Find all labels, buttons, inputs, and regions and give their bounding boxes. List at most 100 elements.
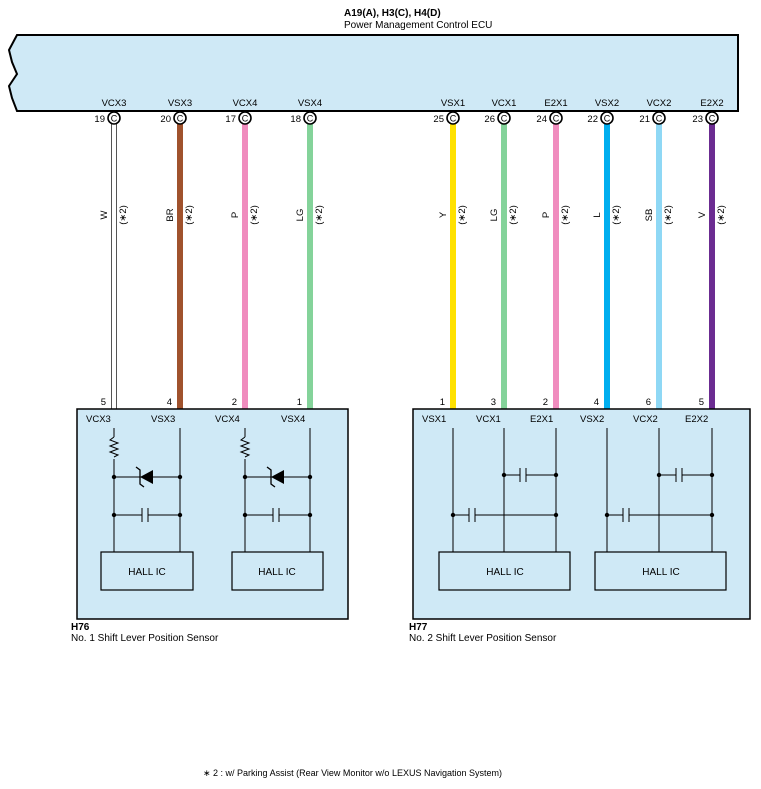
connector-circle bbox=[600, 111, 614, 125]
wire-color-code: P bbox=[230, 212, 241, 218]
sensor-pin-number: 2 bbox=[543, 397, 548, 408]
ecu-pin-name: VSX3 bbox=[168, 98, 192, 109]
h76-hall-ic-2 bbox=[231, 551, 324, 591]
wire-color-code: P bbox=[541, 212, 552, 218]
h77-pin-vsx2: VSX2 bbox=[580, 414, 604, 425]
h77-pin-vcx2: VCX2 bbox=[633, 414, 658, 425]
h77-hall-ic-1 bbox=[438, 551, 571, 591]
h77-circuit bbox=[452, 428, 713, 552]
ecu-pin-number: 26 bbox=[484, 114, 495, 125]
wire-note: (∗2) bbox=[184, 205, 195, 225]
sensor-pin-number: 4 bbox=[594, 397, 599, 408]
h76-pin-vsx3: VSX3 bbox=[151, 414, 175, 425]
h76-id: H76 bbox=[71, 622, 90, 633]
h77-pin-vcx1: VCX1 bbox=[476, 414, 501, 425]
wire-color-code: Y bbox=[438, 211, 449, 218]
ecu-pin-number: 23 bbox=[692, 114, 703, 125]
sensor-pin-number: 5 bbox=[699, 397, 704, 408]
wire-note: (∗2) bbox=[611, 205, 622, 225]
wire-note: (∗2) bbox=[249, 205, 260, 225]
h76-circuit bbox=[108, 428, 311, 552]
h76-hall-ic-2-label: HALL IC bbox=[258, 567, 295, 578]
ecu-pin-name: E2X2 bbox=[700, 98, 723, 109]
h76-name: No. 1 Shift Lever Position Sensor bbox=[71, 633, 219, 644]
h77-hall-ic-2 bbox=[594, 551, 727, 591]
h77-pin-vsx1: VSX1 bbox=[422, 414, 446, 425]
ecu-pin-number: 19 bbox=[94, 114, 105, 125]
connector-letter: C bbox=[709, 114, 716, 124]
wire-color-code: W bbox=[99, 210, 110, 219]
connector-letter: C bbox=[242, 114, 249, 124]
ecu-pin-name: VCX1 bbox=[492, 98, 517, 109]
connector-letter: C bbox=[450, 114, 457, 124]
ecu-connector-id: A19(A), H3(C), H4(D) bbox=[344, 8, 441, 19]
h76-pin-vsx4: VSX4 bbox=[281, 414, 305, 425]
ecu-pin-number: 22 bbox=[587, 114, 598, 125]
sensor-pin-number: 6 bbox=[646, 397, 651, 408]
ecu-pin-name: VSX4 bbox=[298, 98, 322, 109]
wire-color-code: BR bbox=[165, 208, 176, 221]
h76-hall-ic-1 bbox=[100, 551, 194, 591]
sensor-pin-number: 1 bbox=[297, 397, 302, 408]
connector-letter: C bbox=[111, 114, 118, 124]
sensor-pin-number: 3 bbox=[491, 397, 496, 408]
connector-circle bbox=[173, 111, 187, 125]
connector-circle bbox=[549, 111, 563, 125]
h76-pin-vcx4: VCX4 bbox=[215, 414, 240, 425]
connector-circle bbox=[446, 111, 460, 125]
ecu-box bbox=[7, 34, 739, 112]
connector-letter: C bbox=[604, 114, 611, 124]
ecu-name: Power Management Control ECU bbox=[344, 20, 492, 31]
sensor-pin-number: 4 bbox=[167, 397, 172, 408]
ecu-pin-number: 24 bbox=[536, 114, 547, 125]
ecu-pin-name: VCX3 bbox=[102, 98, 127, 109]
wire-group: VCX3C19W(∗2)5VSX3C20BR(∗2)4VCX4C17P(∗2)2… bbox=[94, 98, 727, 409]
wire-note: (∗2) bbox=[508, 205, 519, 225]
wire-color-code: V bbox=[697, 211, 708, 218]
wire-note: (∗2) bbox=[663, 205, 674, 225]
ecu-pin-number: 21 bbox=[639, 114, 650, 125]
sensor-pin-number: 5 bbox=[101, 397, 106, 408]
wire-note: (∗2) bbox=[314, 205, 325, 225]
connector-letter: C bbox=[656, 114, 663, 124]
connector-circle bbox=[497, 111, 511, 125]
ecu-pin-name: VSX2 bbox=[595, 98, 619, 109]
h76-zener-1 bbox=[135, 466, 153, 488]
ecu-pin-number: 17 bbox=[225, 114, 236, 125]
h77-name: No. 2 Shift Lever Position Sensor bbox=[409, 633, 557, 644]
ecu-pin-number: 25 bbox=[433, 114, 444, 125]
h76-zener-2 bbox=[266, 466, 284, 488]
h77-id: H77 bbox=[409, 622, 428, 633]
wire-note: (∗2) bbox=[716, 205, 727, 225]
connector-circle bbox=[705, 111, 719, 125]
h77-pin-e2x1: E2X1 bbox=[530, 414, 553, 425]
ecu-pin-number: 18 bbox=[290, 114, 301, 125]
connector-circle bbox=[238, 111, 252, 125]
h76-junctions bbox=[111, 474, 313, 518]
h76-hall-ic-1-label: HALL IC bbox=[128, 567, 165, 578]
wire-color-code: LG bbox=[489, 209, 500, 222]
ecu-pin-name: VCX4 bbox=[233, 98, 258, 109]
h77-junctions bbox=[450, 472, 715, 518]
connector-letter: C bbox=[501, 114, 508, 124]
sensor-pin-number: 2 bbox=[232, 397, 237, 408]
connector-circle bbox=[303, 111, 317, 125]
wire-note: (∗2) bbox=[118, 205, 129, 225]
ecu-pin-name: VCX2 bbox=[647, 98, 672, 109]
connector-letter: C bbox=[553, 114, 560, 124]
ecu-pin-name: VSX1 bbox=[441, 98, 465, 109]
h77-hall-ic-1-label: HALL IC bbox=[486, 567, 523, 578]
sensor-pin-number: 1 bbox=[440, 397, 445, 408]
ecu-pin-name: E2X1 bbox=[544, 98, 567, 109]
wire-color-code: SB bbox=[644, 209, 655, 222]
